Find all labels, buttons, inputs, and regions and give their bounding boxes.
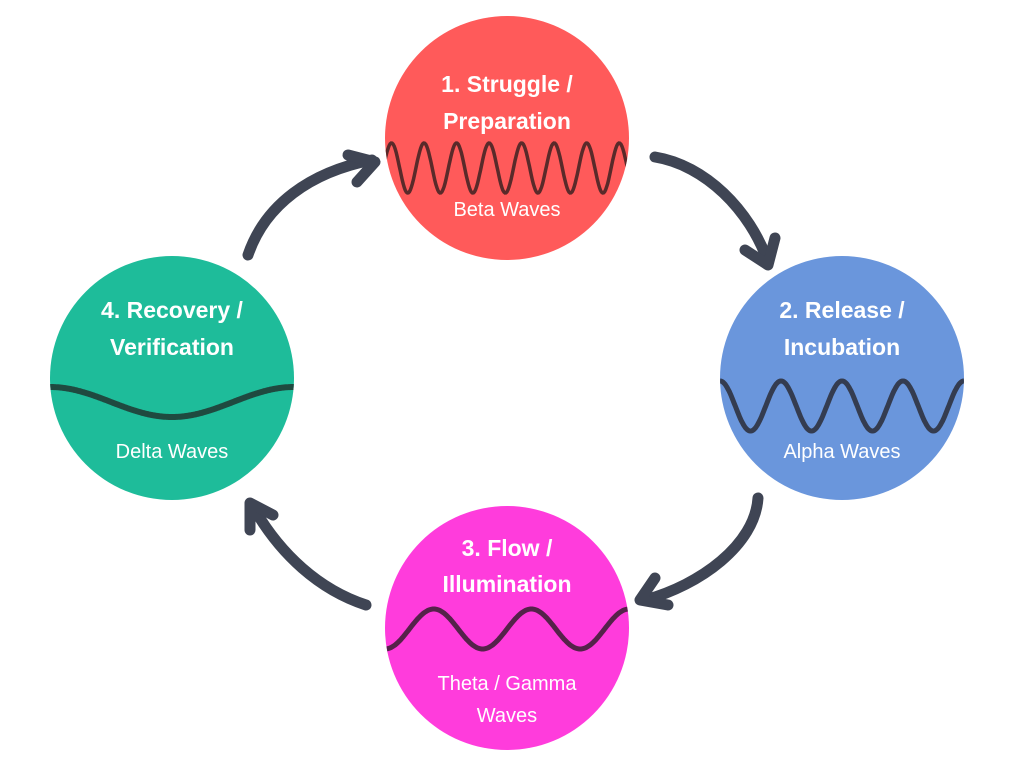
wave-label: Beta Waves xyxy=(453,199,561,221)
wave-line xyxy=(385,141,629,195)
alpha-wave-icon xyxy=(720,378,964,434)
stage-flow-illumination: 3. Flow / Illumination Theta / Gamma Wav… xyxy=(385,506,629,750)
wave-label-line2: Waves xyxy=(476,705,538,727)
arrow-struggle-to-release xyxy=(649,151,781,271)
stage-struggle-preparation: 1. Struggle / Preparation Beta Waves xyxy=(385,16,629,260)
wave-line xyxy=(720,378,964,434)
stage-title-line2: Preparation xyxy=(443,108,571,134)
stage-title-line2: Incubation xyxy=(783,334,901,360)
beta-wave-icon xyxy=(385,141,629,195)
stage-title-line2: Illumination xyxy=(442,571,572,597)
arrow-flow-to-recovery xyxy=(244,497,372,611)
wave-label: Alpha Waves xyxy=(783,441,901,463)
stage-title-line2: Verification xyxy=(110,334,234,360)
wave-line xyxy=(50,384,294,420)
stage-title-line1: 3. Flow / xyxy=(461,535,553,561)
arrow-release-to-flow xyxy=(634,492,764,611)
theta-gamma-wave-icon xyxy=(385,606,629,652)
wave-line xyxy=(385,606,629,652)
arrow-recovery-to-struggle xyxy=(242,149,381,261)
stage-title-line1: 1. Struggle / xyxy=(441,71,573,97)
stage-title-line1: 2. Release / xyxy=(779,297,905,323)
stage-release-incubation: 2. Release / Incubation Alpha Waves xyxy=(720,256,964,500)
wave-label-line1: Theta / Gamma xyxy=(437,673,577,695)
stage-recovery-verification: 4. Recovery / Verification Delta Waves xyxy=(50,256,294,500)
delta-wave-icon xyxy=(50,384,294,420)
wave-label: Delta Waves xyxy=(115,441,229,463)
stage-title-line1: 4. Recovery / xyxy=(101,297,243,323)
